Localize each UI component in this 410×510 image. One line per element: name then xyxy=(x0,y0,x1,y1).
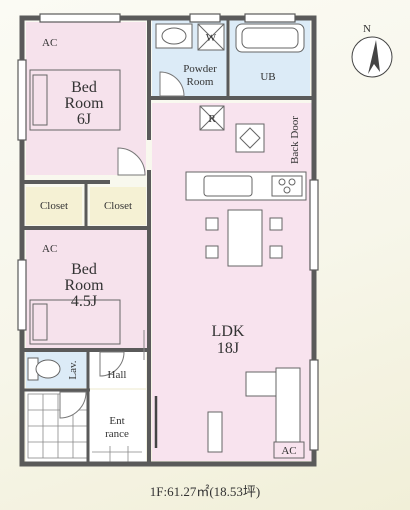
bed-6j xyxy=(29,69,121,131)
bedroom-6j-line1: Bed xyxy=(71,79,97,96)
kitchen-counter xyxy=(185,171,307,201)
compass-n-label: N xyxy=(363,23,371,35)
powder-room-line1: Powder xyxy=(183,63,217,75)
bedroom-4-5j-line1: Bed xyxy=(71,261,97,278)
ldk-line1: LDK xyxy=(212,323,245,340)
bedroom-6j-line2: Room xyxy=(64,95,104,112)
range-hood xyxy=(235,123,265,153)
ac-label-4-5j: AC xyxy=(42,243,57,255)
doors xyxy=(59,71,185,419)
closet-right-label: Closet xyxy=(104,200,132,212)
tv-stand xyxy=(207,411,223,453)
bed-4-5j xyxy=(29,299,121,345)
closet-left-label: Closet xyxy=(40,200,68,212)
ac-label-ldk: AC xyxy=(281,445,296,457)
closet-left-area xyxy=(26,187,82,225)
bathtub xyxy=(235,23,305,53)
windows xyxy=(17,13,319,451)
washbasin xyxy=(155,23,193,49)
ac-box-ldk xyxy=(273,441,305,459)
w-label: W xyxy=(206,32,217,44)
ac-label-6j: AC xyxy=(42,37,57,49)
compass: N xyxy=(351,23,393,78)
refrigerator-box xyxy=(199,105,225,131)
ub-label: UB xyxy=(260,71,275,83)
closet-right-area xyxy=(90,187,146,225)
compass-needle-icon xyxy=(368,40,380,74)
powder-room-line2: Room xyxy=(187,76,214,88)
toilet xyxy=(27,357,61,381)
sofa xyxy=(245,367,301,443)
r-label: R xyxy=(208,113,216,125)
entrance-line2: rance xyxy=(105,428,129,440)
bedroom-4-5j-line3: 4.5J xyxy=(71,293,97,310)
floor-area-caption: 1F:61.27㎡(18.53坪) xyxy=(149,484,261,499)
lav-label: Lav. xyxy=(67,360,79,379)
bedroom-6j-line3: 6J xyxy=(77,111,91,128)
hall-label: Hall xyxy=(108,369,127,381)
ldk-line2: 18J xyxy=(217,340,239,357)
bedroom-4-5j-line2: Room xyxy=(64,277,104,294)
dining-set xyxy=(205,209,283,267)
washing-machine-box xyxy=(197,23,225,51)
back-door-label: Back Door xyxy=(289,116,301,164)
entrance-line1: Ent xyxy=(109,415,124,427)
